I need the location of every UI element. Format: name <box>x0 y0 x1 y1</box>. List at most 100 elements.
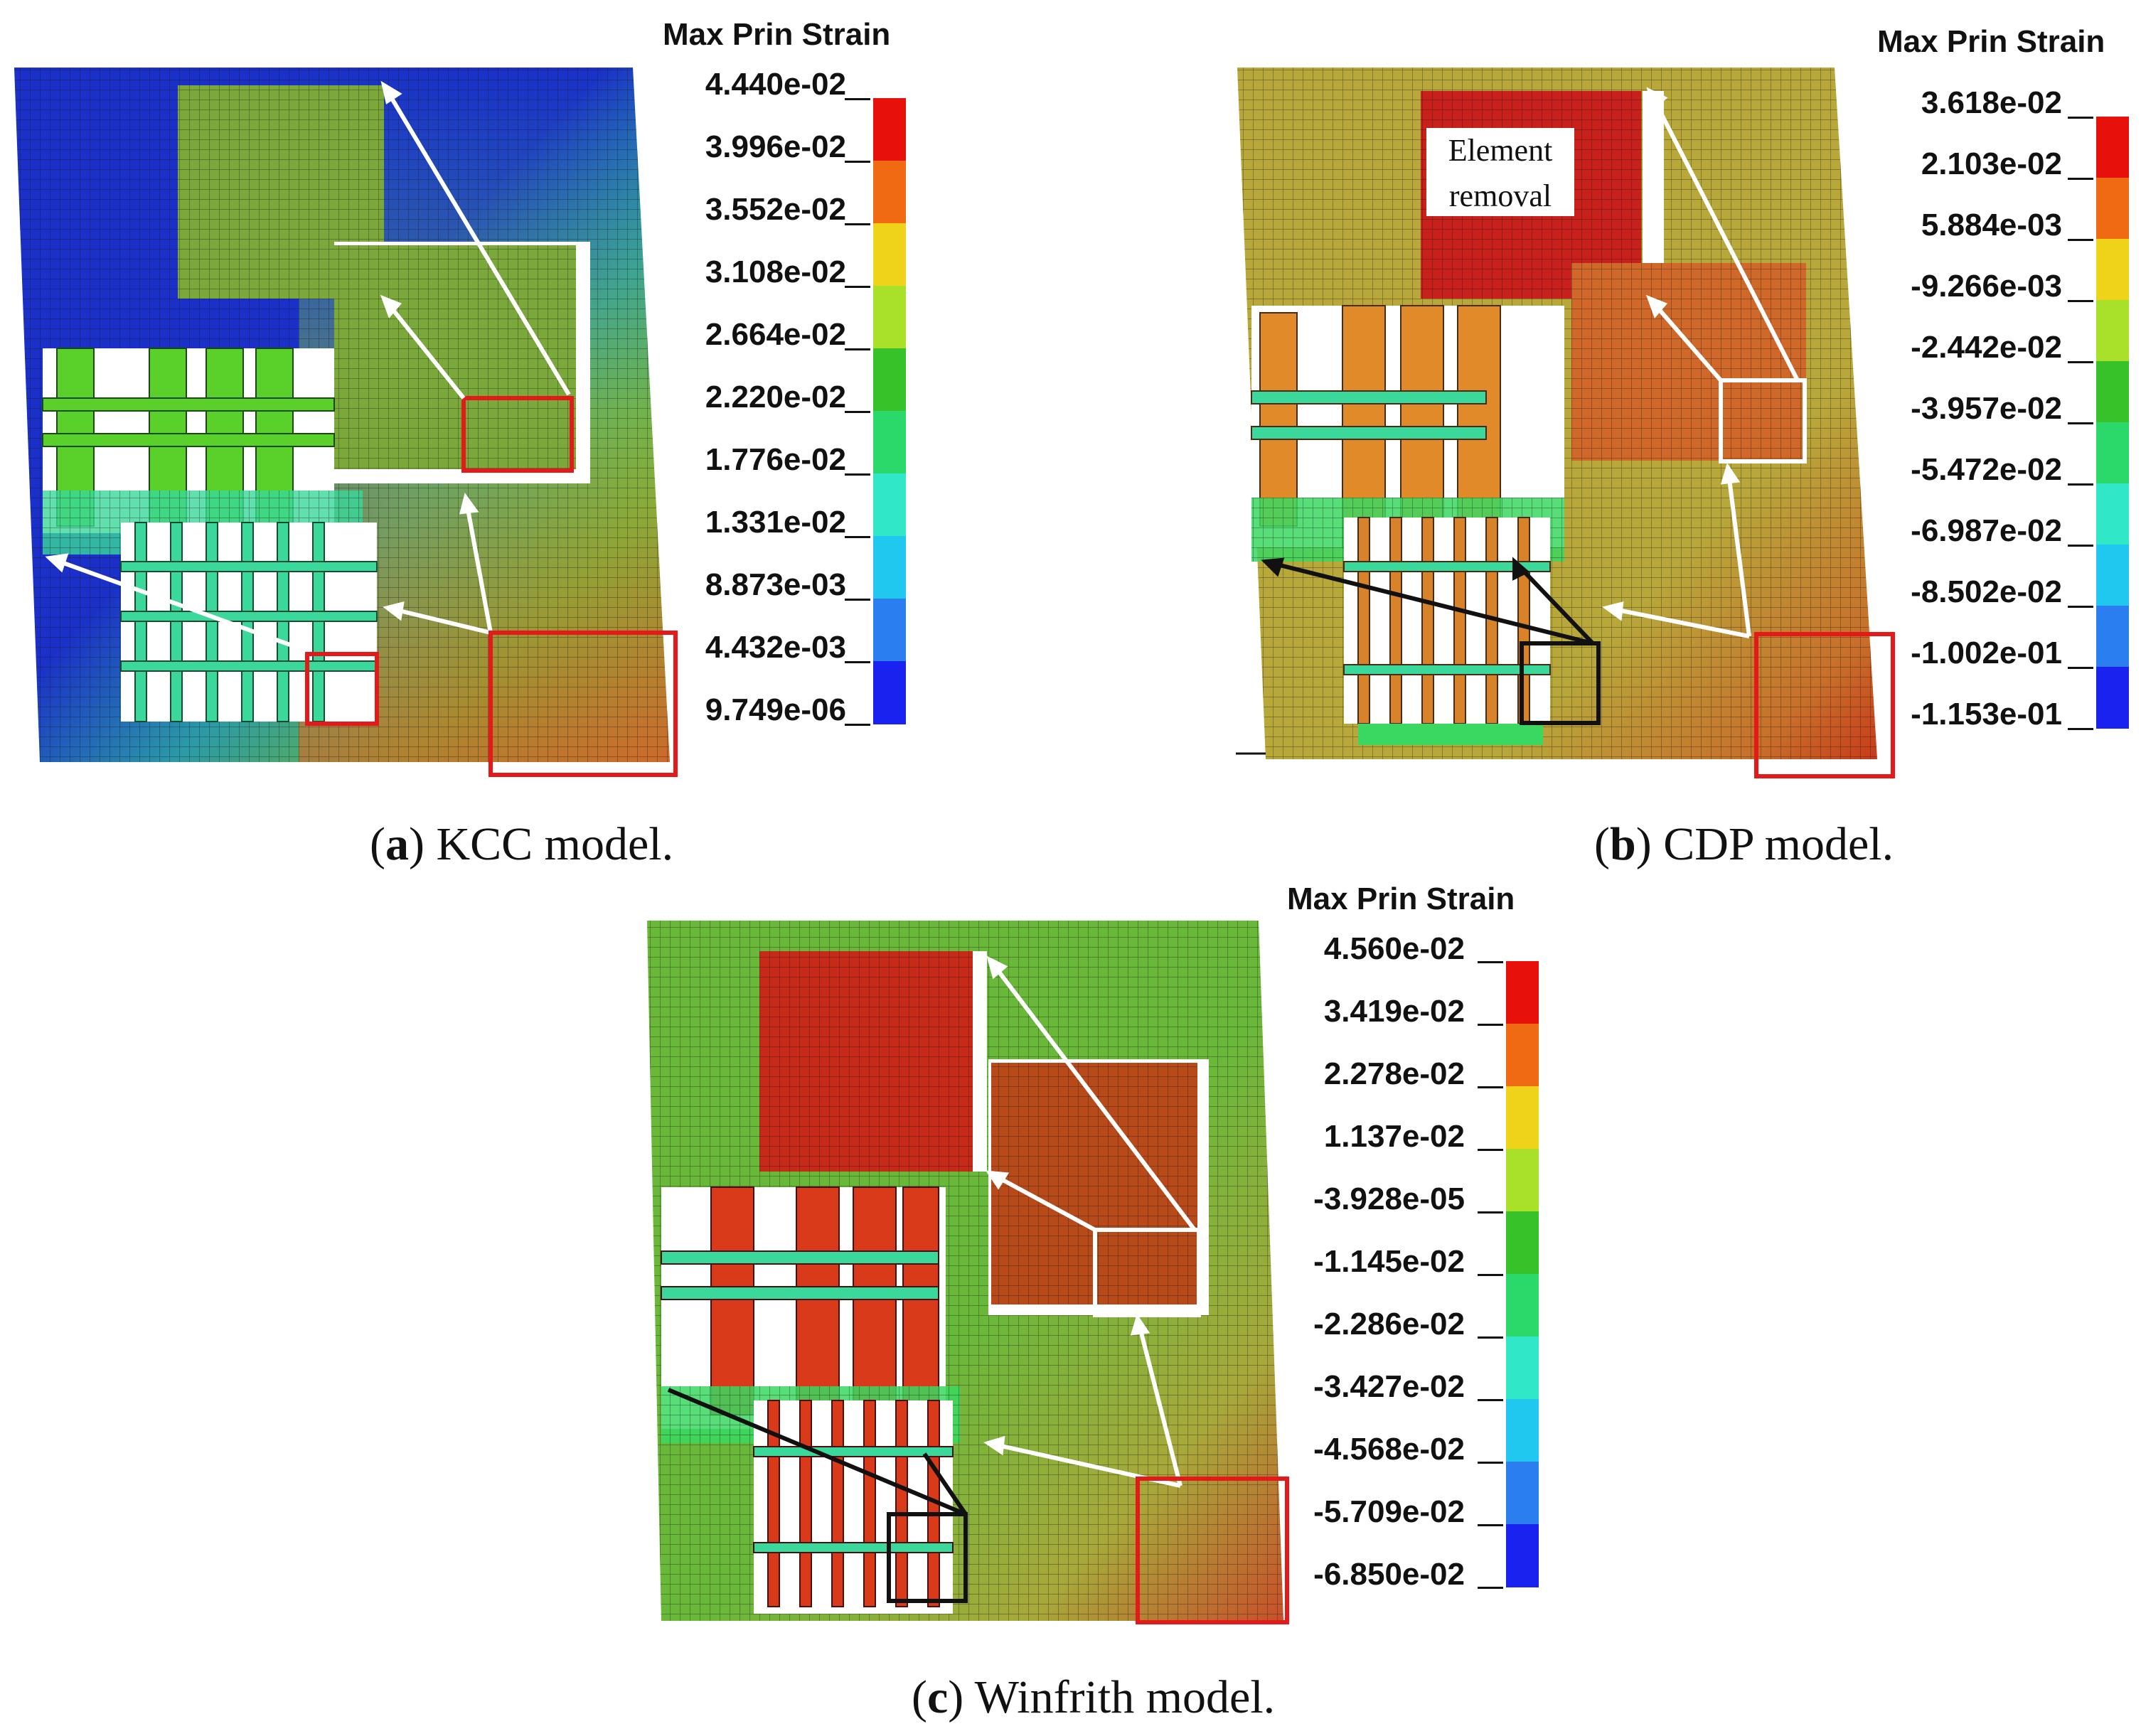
winfrith-colorbar <box>1478 961 1539 1589</box>
kcc-highlight-box-1 <box>461 396 574 473</box>
colorbar-swatch <box>2096 606 2129 668</box>
colorbar-tick-mark <box>1478 1524 1503 1526</box>
colorbar-tick-mark <box>2068 178 2093 180</box>
cdp-colorbar <box>2068 117 2129 730</box>
cdp-tick-5: -3.957e-02 <box>1911 391 2062 426</box>
colorbar-tick-mark <box>845 724 870 726</box>
cdp-tick-10: -1.153e-01 <box>1911 697 2062 732</box>
kcc-colorbar <box>845 98 906 726</box>
winfrith-tick-5: -1.145e-02 <box>1313 1244 1465 1279</box>
winfrith-tick-4: -3.928e-05 <box>1313 1182 1465 1216</box>
colorbar-swatch <box>1506 1274 1539 1337</box>
colorbar-tick-mark <box>845 98 870 100</box>
kcc-tick-0: 4.440e-02 <box>705 67 846 102</box>
cdp-tick-6: -5.472e-02 <box>1911 452 2062 487</box>
cdp-callout-line1: Element <box>1448 133 1553 168</box>
cdp-tick-9: -1.002e-01 <box>1911 636 2062 670</box>
kcc-fe-mesh <box>14 68 678 777</box>
cdp-callout-line2: removal <box>1448 178 1552 213</box>
colorbar-tick-mark <box>845 411 870 413</box>
cdp-caption-text: CDP model. <box>1663 818 1894 870</box>
colorbar-tick-mark <box>2068 300 2093 302</box>
kcc-tick-7: 1.331e-02 <box>705 505 846 540</box>
colorbar-swatch <box>2096 300 2129 362</box>
winfrith-tick-6: -2.286e-02 <box>1313 1307 1465 1341</box>
colorbar-swatch <box>873 473 906 537</box>
colorbar-tick-mark <box>2068 606 2093 608</box>
kcc-caption: (a) KCC model. <box>370 818 674 870</box>
kcc-tick-2: 3.552e-02 <box>705 192 846 227</box>
colorbar-swatch <box>873 98 906 161</box>
colorbar-tick-mark <box>1478 1086 1503 1088</box>
colorbar-tick-mark <box>2068 545 2093 547</box>
cdp-caption-letter: b <box>1609 818 1636 870</box>
colorbar-tick-mark <box>1478 1274 1503 1276</box>
colorbar-swatch <box>1506 1149 1539 1212</box>
cdp-leader-arrows-black <box>1261 557 1595 645</box>
kcc-highlight-box-2 <box>305 652 379 726</box>
colorbar-swatch <box>2096 545 2129 606</box>
colorbar-tick-mark <box>2068 667 2093 669</box>
winfrith-caption-text: Winfrith model. <box>974 1671 1276 1723</box>
colorbar-tick-mark <box>845 536 870 538</box>
colorbar-swatch <box>2096 667 2129 729</box>
colorbar-tick-mark <box>845 286 870 288</box>
colorbar-swatch <box>2096 178 2129 240</box>
colorbar-swatch <box>1506 1211 1539 1275</box>
cdp-legend-title: Max Prin Strain <box>1877 24 2105 59</box>
colorbar-swatch <box>1506 1086 1539 1150</box>
kcc-tick-8: 8.873e-03 <box>705 567 846 602</box>
colorbar-swatch <box>1506 1024 1539 1087</box>
cdp-tick-8: -8.502e-02 <box>1911 574 2062 609</box>
winfrith-tick-0: 4.560e-02 <box>1323 931 1465 966</box>
colorbar-swatch <box>1506 1524 1539 1587</box>
cdp-highlight-box-2 <box>1520 641 1601 725</box>
cdp-callout-element-removal: Element removal <box>1426 128 1574 216</box>
kcc-tick-5: 2.220e-02 <box>705 380 846 414</box>
winfrith-tick-1: 3.419e-02 <box>1323 994 1465 1029</box>
cdp-tick-3: -9.266e-03 <box>1911 269 2062 304</box>
colorbar-swatch <box>1506 1336 1539 1400</box>
cdp-fe-mesh <box>1236 68 1895 778</box>
kcc-tick-9: 4.432e-03 <box>705 630 846 665</box>
colorbar-tick-mark <box>845 223 870 225</box>
colorbar-swatch <box>873 661 906 724</box>
colorbar-tick-mark <box>1478 961 1503 963</box>
colorbar-tick-mark <box>845 599 870 601</box>
winfrith-highlight-box-1 <box>1093 1228 1201 1317</box>
colorbar-tick-mark <box>2068 728 2093 730</box>
kcc-leader-arrows <box>45 80 571 653</box>
colorbar-swatch <box>873 286 906 349</box>
cdp-tick-1: 2.103e-02 <box>1921 146 2062 181</box>
colorbar-tick-mark <box>1478 1399 1503 1401</box>
colorbar-swatch <box>873 348 906 412</box>
winfrith-tick-3: 1.137e-02 <box>1323 1119 1465 1154</box>
colorbar-tick-mark <box>845 348 870 350</box>
colorbar-swatch <box>2096 483 2129 545</box>
colorbar-swatch <box>2096 422 2129 484</box>
winfrith-caption: (c) Winfrith model. <box>912 1671 1276 1723</box>
colorbar-tick-mark <box>1478 1462 1503 1464</box>
colorbar-swatch <box>2096 117 2129 178</box>
colorbar-tick-mark <box>1478 1587 1503 1589</box>
colorbar-tick-mark <box>845 161 870 163</box>
colorbar-tick-mark <box>1478 1149 1503 1151</box>
kcc-highlight-box-3 <box>488 631 678 777</box>
colorbar-tick-mark <box>845 473 870 476</box>
winfrith-caption-letter: c <box>927 1671 949 1723</box>
cdp-caption: (b) CDP model. <box>1594 818 1894 870</box>
colorbar-swatch <box>2096 239 2129 301</box>
colorbar-tick-mark <box>845 661 870 663</box>
cdp-highlight-box-1 <box>1719 378 1807 464</box>
colorbar-swatch <box>1506 1462 1539 1525</box>
winfrith-highlight-box-2 <box>887 1512 968 1603</box>
cdp-tick-0: 3.618e-02 <box>1921 85 2062 120</box>
colorbar-swatch <box>873 536 906 599</box>
winfrith-highlight-box-3 <box>1136 1477 1289 1624</box>
kcc-legend-title: Max Prin Strain <box>663 17 891 52</box>
kcc-tick-3: 3.108e-02 <box>705 254 846 289</box>
colorbar-tick-mark <box>1478 1211 1503 1213</box>
colorbar-tick-mark <box>2068 483 2093 486</box>
winfrith-leader-arrows-black <box>667 1388 968 1516</box>
colorbar-tick-mark <box>2068 117 2093 119</box>
